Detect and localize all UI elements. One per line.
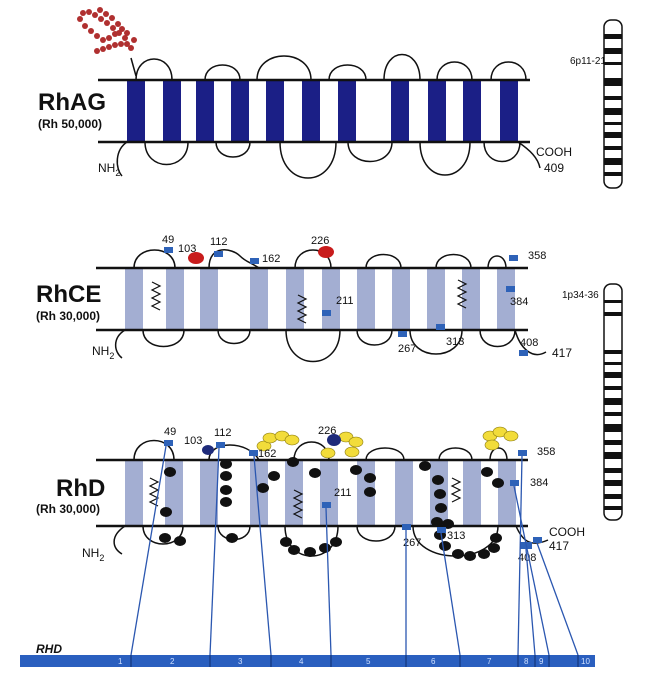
rhag-panel: RhAG (Rh 50,000) NH2 COOH 409 6p11-21.1 [38, 7, 615, 178]
rhag-glycan-icon [77, 7, 137, 54]
rhd-exon-bar: RHD exons 1 2 3 4 5 6 7 8 9 10 [20, 642, 595, 669]
exon-9: 9 [539, 657, 544, 666]
rhag-c-number: 409 [544, 161, 564, 175]
rhd-residue-211: 211 [334, 487, 352, 499]
rhce-c-number: 417 [552, 346, 572, 360]
rhag-title: RhAG [38, 89, 106, 116]
exon-8: 8 [524, 657, 529, 666]
chromosome-1-ideogram [604, 284, 622, 520]
rhce-residue-358: 358 [528, 250, 546, 262]
rhce-residue-408: 408 [520, 337, 538, 349]
rhd-helices [125, 460, 516, 526]
rhag-cooh: COOH [536, 145, 572, 159]
exon-5: 5 [366, 657, 371, 666]
rhce-residue-162: 162 [262, 253, 280, 265]
rhd-residue-49: 49 [164, 426, 176, 438]
exon-2: 2 [170, 657, 175, 666]
chromosome-6-ideogram [604, 20, 622, 188]
rhd-c-number: 417 [549, 539, 569, 553]
rhce-residue-211: 211 [336, 295, 354, 307]
rhag-mw: (Rh 50,000) [38, 117, 102, 131]
rhce-residue-49: 49 [162, 234, 174, 246]
rhce-residue-226: 226 [311, 235, 329, 247]
rhd-residue-226: 226 [318, 425, 336, 437]
rhd-title: RhD [56, 475, 105, 502]
rhd-residue-384: 384 [530, 477, 548, 489]
rhce-nh2: NH2 [92, 344, 114, 361]
rhd-panel: 49 103 112 162 226 211 358 384 267 313 4… [36, 425, 585, 564]
exon-4: 4 [299, 657, 304, 666]
rhce-mw: (Rh 30,000) [36, 309, 100, 323]
rhd-residue-112: 112 [214, 427, 232, 439]
rhce-residue-103: 103 [178, 243, 196, 255]
rhd-residue-162: 162 [258, 448, 276, 460]
exon-gene-label: RHD [36, 642, 62, 656]
rhce-residue-112: 112 [210, 236, 228, 248]
exon-7: 7 [487, 657, 492, 666]
rhce-helices [125, 268, 515, 330]
rhce-panel: 49 103 112 162 226 211 358 384 267 313 4… [36, 234, 599, 362]
rhd-residue-358: 358 [537, 446, 555, 458]
rhce-residue-313: 313 [446, 336, 464, 348]
rhag-helices [127, 80, 518, 142]
rhd-residue-313: 313 [447, 530, 465, 542]
rhce-residue-384: 384 [510, 296, 528, 308]
rhce-residue-267: 267 [398, 343, 416, 355]
rhd-residue-103: 103 [184, 435, 202, 447]
rhd-mw: (Rh 30,000) [36, 502, 100, 516]
exon-bar-fill [20, 655, 595, 667]
rhce-locus: 1p34-36 [562, 290, 599, 301]
rhd-zigzags [150, 478, 460, 518]
rhce-title: RhCE [36, 281, 101, 308]
rhce-zigzags [152, 280, 466, 323]
exon-10: 10 [581, 657, 590, 666]
rhd-yellow-markers [257, 427, 518, 458]
exon-6: 6 [431, 657, 436, 666]
rhce-n-tail [116, 330, 125, 358]
rhd-n-tail [114, 526, 125, 554]
exon-1: 1 [118, 657, 123, 666]
exon-3: 3 [238, 657, 243, 666]
rhd-cooh: COOH [549, 525, 585, 539]
rhd-nh2: NH2 [82, 546, 104, 563]
